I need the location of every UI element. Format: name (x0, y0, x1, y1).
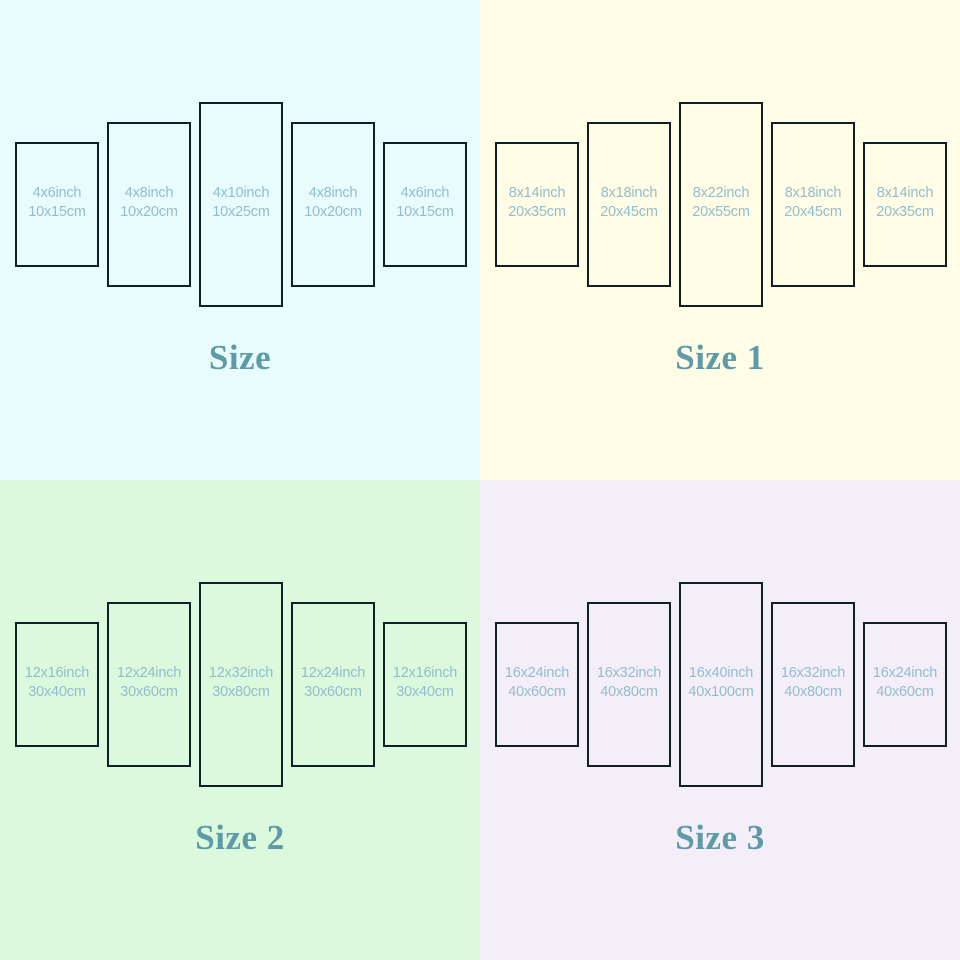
canvas-panel-2 (587, 122, 671, 287)
canvas-panel-4 (771, 602, 855, 767)
size-option-panel-size2[interactable]: 12x16inch 30x40cm 12x24inch 30x60cm 12x3… (0, 480, 480, 960)
canvas-panel-3-center (679, 102, 763, 307)
canvas-panel-group: 12x16inch 30x40cm 12x24inch 30x60cm 12x3… (0, 480, 480, 810)
canvas-panel-2 (107, 602, 191, 767)
size-option-title: Size 1 (675, 338, 765, 377)
canvas-panel-1 (15, 622, 99, 747)
canvas-panel-1 (15, 142, 99, 267)
canvas-panel-1 (495, 142, 579, 267)
canvas-panel-5 (863, 142, 947, 267)
canvas-panel-3-center (199, 102, 283, 307)
canvas-panel-4 (291, 602, 375, 767)
canvas-panel-5 (383, 622, 467, 747)
canvas-panel-4 (291, 122, 375, 287)
canvas-panel-3-center (679, 582, 763, 787)
canvas-panel-3-center (199, 582, 283, 787)
canvas-panel-group: 8x14inch 20x35cm 8x18inch 20x45cm 8x22in… (480, 0, 960, 330)
canvas-panel-2 (107, 122, 191, 287)
canvas-panel-group: 16x24inch 40x60cm 16x32inch 40x80cm 16x4… (480, 480, 960, 810)
size-option-title: Size 3 (675, 818, 765, 857)
canvas-panel-5 (383, 142, 467, 267)
canvas-panel-2 (587, 602, 671, 767)
canvas-panel-4 (771, 122, 855, 287)
size-option-panel-size3[interactable]: 16x24inch 40x60cm 16x32inch 40x80cm 16x4… (480, 480, 960, 960)
canvas-panel-group: 4x6inch 10x15cm 4x8inch 10x20cm 4x10inch… (0, 0, 480, 330)
size-option-panel-size[interactable]: 4x6inch 10x15cm 4x8inch 10x20cm 4x10inch… (0, 0, 480, 480)
size-option-title: Size 2 (195, 818, 285, 857)
size-option-panel-size1[interactable]: 8x14inch 20x35cm 8x18inch 20x45cm 8x22in… (480, 0, 960, 480)
canvas-panel-1 (495, 622, 579, 747)
size-option-title: Size (208, 338, 272, 377)
canvas-panel-5 (863, 622, 947, 747)
